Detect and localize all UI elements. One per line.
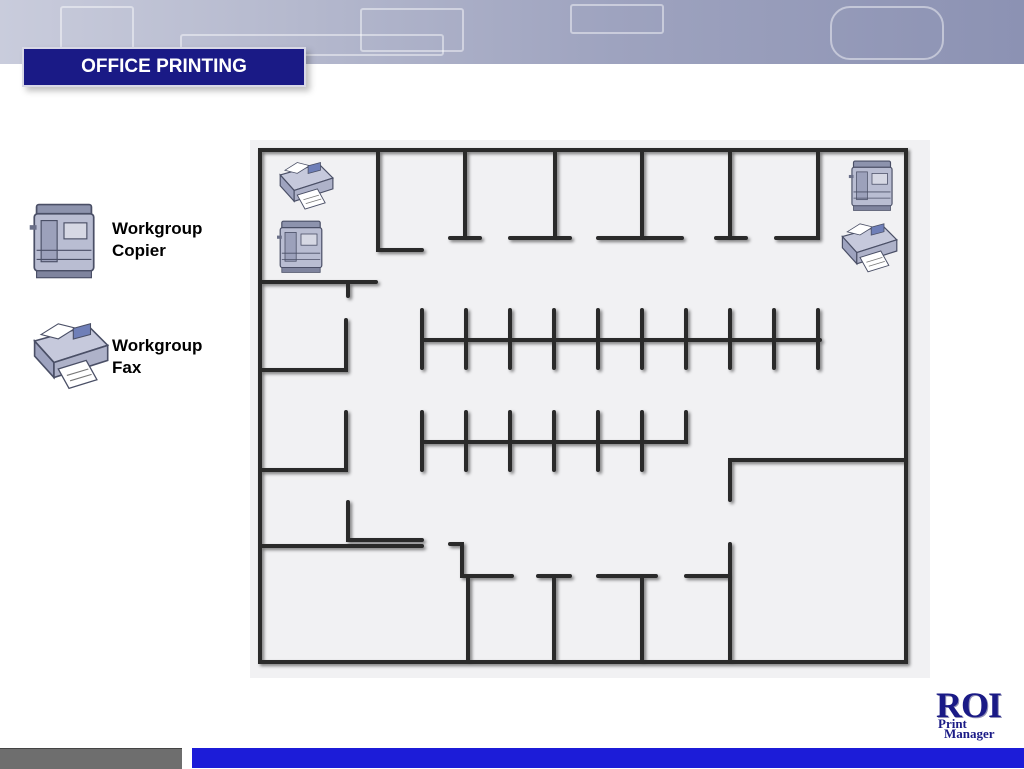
fax-icon [33, 322, 109, 390]
logo-line1: Print [938, 716, 967, 731]
footer-blue-bar [192, 748, 1024, 768]
copier-icon [276, 220, 323, 274]
fax-icon [841, 223, 898, 273]
floor-plan [250, 140, 930, 678]
legend-copier-label: Workgroup Copier [112, 218, 202, 262]
roi-print-manager-logo: ROI Print Manager [932, 684, 1008, 742]
floor-plan-walls [258, 148, 908, 664]
banner-decoration [180, 34, 444, 56]
banner-decoration [570, 4, 664, 34]
logo-main-text: ROI [936, 685, 1002, 725]
copier-icon [848, 160, 893, 212]
logo-line2: Manager [944, 726, 995, 741]
legend-fax-label: Workgroup Fax [112, 335, 202, 379]
legend-copier-line1: Workgroup [112, 219, 203, 238]
slide-title: OFFICE PRINTING [22, 47, 306, 87]
banner-decoration [360, 8, 464, 52]
fax-icon [279, 161, 334, 210]
copier-icon [28, 203, 95, 279]
legend-copier-line2: Copier [112, 241, 166, 260]
footer-gray-bar [0, 748, 182, 769]
banner-decoration [830, 6, 944, 60]
legend-fax-line1: Workgroup [112, 336, 203, 355]
legend-fax-line2: Fax [112, 358, 142, 377]
